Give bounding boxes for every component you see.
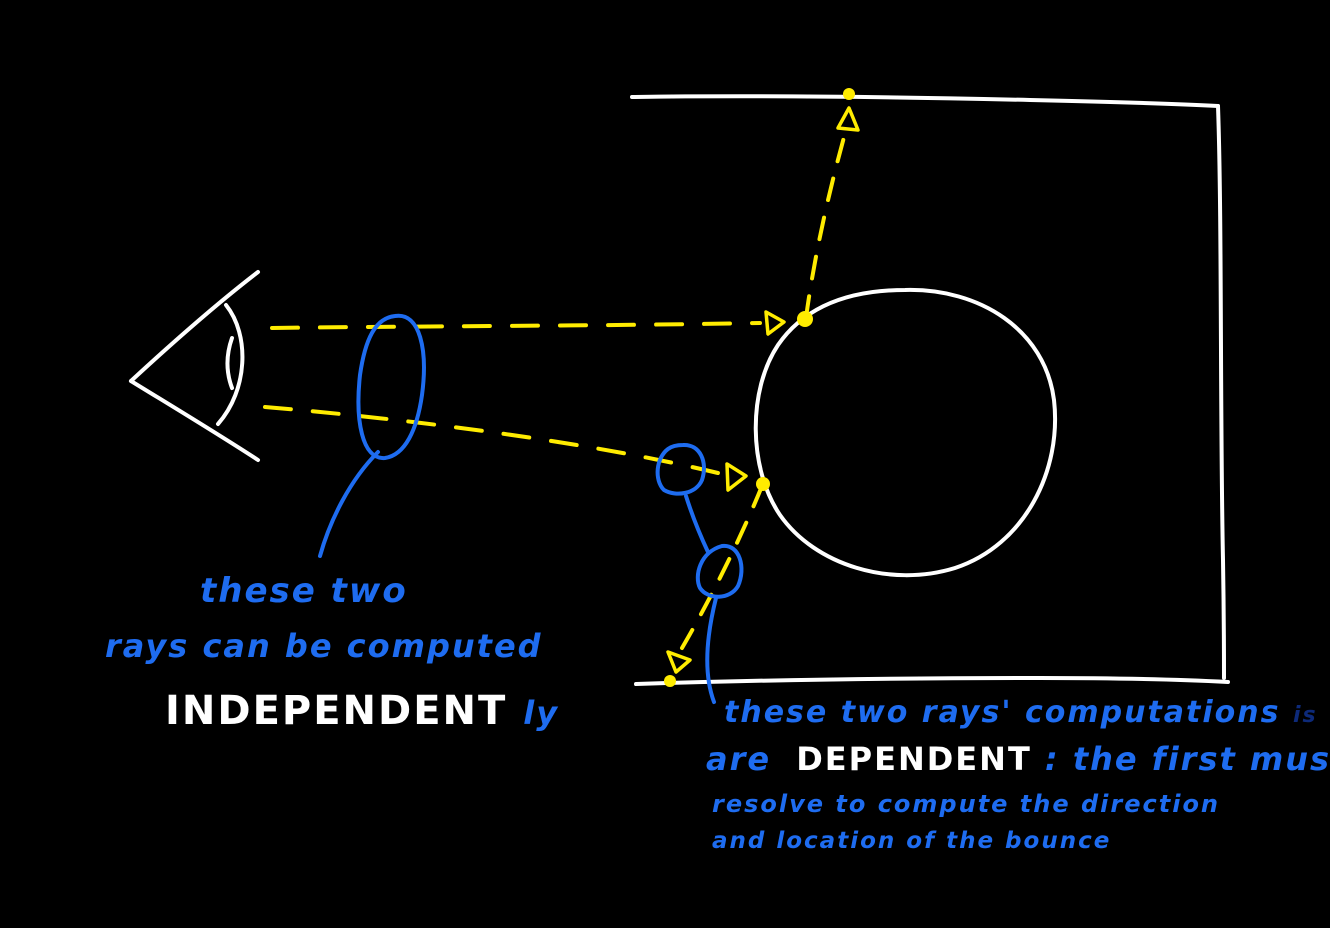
right-note-strike-fragment: is: [1293, 703, 1318, 728]
independent-circle: [356, 313, 426, 460]
left-note-line1: these two: [200, 571, 408, 611]
dependent-circle-upper: [655, 443, 706, 496]
eye-icon: [129, 270, 260, 462]
right-note-line3: resolve to compute the direction: [712, 790, 1220, 818]
sphere: [753, 287, 1057, 578]
dependent-link: [684, 494, 710, 554]
ceiling-line: [630, 94, 1220, 108]
right-note-line2: are DEPENDENT : the first must: [706, 740, 1330, 778]
dependent-emphasis: DEPENDENT: [796, 740, 1032, 778]
eye-pupil: [225, 336, 234, 390]
independent-suffix: ly: [523, 694, 559, 732]
eye-upper-lid: [129, 270, 260, 383]
hit-point-floor: [664, 675, 676, 687]
right-note-line4: and location of the bounce: [712, 828, 1111, 854]
right-wall: [1216, 104, 1226, 680]
right-note-line1-text: these two rays' computations: [724, 695, 1280, 730]
left-note-line3: INDEPENDENT ly: [165, 688, 559, 734]
floor-line: [634, 676, 1230, 686]
rays: [263, 128, 848, 650]
right-note-line2-prefix: are: [706, 740, 771, 778]
independent-emphasis: INDEPENDENT: [165, 688, 507, 734]
dependent-leader: [705, 596, 718, 704]
annotation-marks: [318, 313, 744, 704]
ray-upper: [270, 321, 762, 330]
hit-point-sphere-top: [797, 311, 813, 327]
ray-bounce-up: [804, 128, 848, 320]
eye-cornea: [216, 303, 245, 426]
arrowhead-lower-icon: [725, 462, 748, 492]
arrowhead-up-icon: [836, 106, 860, 132]
ray-markers: [666, 106, 860, 674]
scene: [129, 94, 1230, 686]
eye-lower-lid: [129, 379, 260, 462]
left-note: these two rays can be computed INDEPENDE…: [105, 571, 559, 734]
room-box: [630, 94, 1230, 686]
right-note-line2-suffix: : the first must: [1045, 740, 1330, 778]
ray-bounce-down: [680, 484, 764, 650]
dependent-circle-lower: [695, 543, 744, 599]
arrowhead-down-icon: [666, 650, 692, 674]
hit-point-sphere-bottom: [756, 477, 770, 491]
hit-points: [664, 88, 855, 687]
right-note-line1: these two rays' computations is: [724, 695, 1318, 730]
hit-point-ceiling: [843, 88, 855, 100]
independent-leader: [318, 450, 380, 558]
ray-lower: [263, 405, 724, 476]
right-note: these two rays' computations is are DEPE…: [706, 695, 1330, 854]
arrowhead-upper-icon: [764, 310, 786, 336]
left-note-line2: rays can be computed: [105, 627, 543, 665]
